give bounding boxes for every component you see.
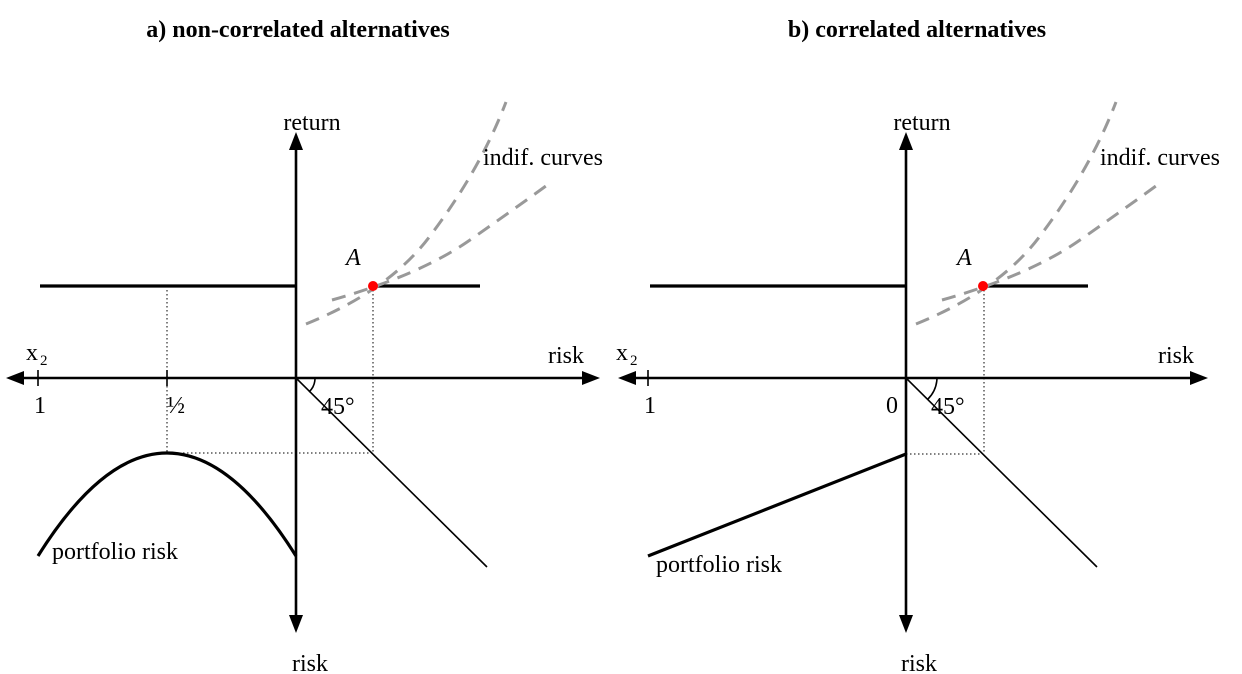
panel-b: b) correlated alternatives return risk r…	[616, 17, 1220, 674]
panel-a-return-label: return	[283, 110, 340, 136]
panel-a-indif-curve-2	[331, 181, 551, 302]
panel-a-risk-label: risk	[548, 343, 584, 369]
panel-b-x2-label: x	[616, 340, 628, 366]
panel-b-angle-arc	[927, 377, 938, 400]
panel-a-portfolio-risk-label: portfolio risk	[52, 539, 178, 565]
panel-b-tick-1-label: 1	[644, 393, 656, 419]
panel-b-arrow-right	[1190, 371, 1208, 385]
panel-a-arrow-left	[6, 371, 24, 385]
panel-a-point-a-label: A	[344, 245, 361, 271]
panel-b-indif-curve-1	[915, 101, 1118, 326]
panel-a-title: a) non-correlated alternatives	[146, 17, 449, 43]
panel-b-point-a	[978, 281, 988, 291]
panel-a-x2-subscript: 2	[40, 353, 48, 369]
panel-a-tick-1-label: 1	[34, 393, 46, 419]
panel-b-title: b) correlated alternatives	[788, 17, 1046, 43]
panel-a-tick-half-label: ½	[167, 393, 185, 419]
panel-b-point-a-label: A	[955, 245, 972, 271]
panel-b-45-degree-line	[905, 377, 1098, 568]
panel-b-indif-curves-label: indif. curves	[1100, 145, 1220, 171]
panel-a: a) non-correlated alternatives return ri…	[6, 17, 603, 674]
panel-b-tick-0-label: 0	[886, 393, 898, 419]
panel-b-x2-subscript: 2	[630, 353, 638, 369]
panel-a-portfolio-risk-curve	[36, 451, 298, 557]
panel-a-lower-risk-label: risk	[292, 651, 328, 674]
panel-a-arrow-right	[582, 371, 600, 385]
panel-b-arrow-down	[899, 615, 913, 633]
panel-b-indif-curve-2	[941, 181, 1161, 302]
panel-b-risk-label: risk	[1158, 343, 1194, 369]
panel-a-indif-curves-label: indif. curves	[483, 145, 603, 171]
panel-b-portfolio-risk-label: portfolio risk	[656, 552, 782, 578]
panel-a-arrow-up	[289, 132, 303, 150]
panel-b-arrow-left	[618, 371, 636, 385]
panel-a-angle-arc	[308, 377, 316, 393]
panel-b-angle-label: 45°	[931, 394, 965, 420]
panel-a-arrow-down	[289, 615, 303, 633]
panel-b-arrow-up	[899, 132, 913, 150]
panel-a-point-a	[368, 281, 378, 291]
panel-a-angle-label: 45°	[321, 394, 355, 420]
panel-b-portfolio-risk-line	[647, 452, 907, 558]
panel-a-45-degree-line	[295, 377, 488, 568]
panel-a-x2-label: x	[26, 340, 38, 366]
panel-a-indif-curve-1	[305, 101, 508, 326]
panel-b-return-label: return	[893, 110, 950, 136]
panel-b-lower-risk-label: risk	[901, 651, 937, 674]
